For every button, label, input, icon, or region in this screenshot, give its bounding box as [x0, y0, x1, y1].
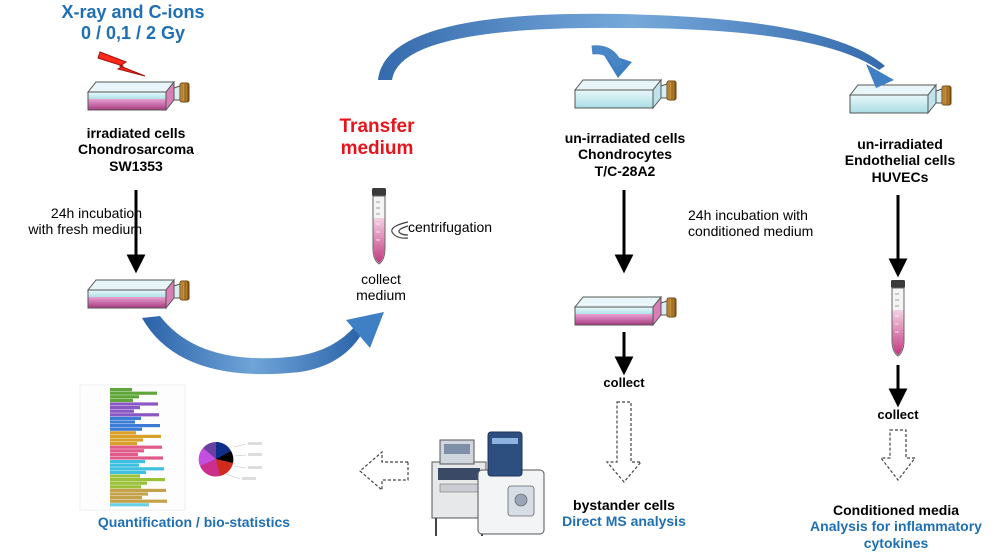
thumbnail-bar: [110, 438, 143, 442]
collect-medium-line-1: collect: [361, 271, 401, 287]
irradiated-line-2: Chondrosarcoma: [78, 141, 194, 158]
thumbnail-bar: [110, 424, 160, 428]
radiation-line-1: X-ray and C-ions: [61, 2, 205, 22]
thumbnail-bar: [110, 456, 163, 460]
collect-left-label: collect: [603, 375, 645, 390]
mass-spectrometer-icon: [431, 431, 545, 536]
chondrocytes-line-1: un-irradiated cells: [564, 130, 686, 146]
collect-medium-label: collect medium: [338, 271, 424, 304]
thumbnail-bar: [110, 416, 141, 420]
irradiated-line-3: SW1353: [109, 157, 163, 174]
incubation-fresh-line-2: with fresh medium: [28, 221, 142, 238]
chondrocytes-line-3: T/C-28A2: [594, 162, 656, 179]
bystander-label: bystander cells Direct MS analysis: [542, 497, 706, 530]
incubation-conditioned-line-2: conditioned medium: [688, 223, 814, 240]
transfer-arc-arrow: [378, 13, 894, 88]
thumbnail-bar: [110, 470, 146, 474]
irradiated-line-1: irradiated cells: [86, 125, 186, 141]
thumbnail-bar: [110, 485, 141, 489]
endothelial-line-2: Endothelial cells: [844, 152, 956, 169]
transfer-curve-arrow: [142, 312, 384, 375]
incubation-fresh-line-1: 24h incubation: [50, 205, 142, 221]
bystander-line-2: Direct MS analysis: [562, 513, 686, 530]
conditioned-media-label: Conditioned media Analysis for inflammat…: [800, 502, 992, 551]
centrifuge-tube-icon: [371, 187, 387, 265]
collect-right-label: collect: [877, 407, 919, 422]
thumbnail-bar: [110, 427, 142, 431]
pie-chart-icon: [198, 442, 262, 480]
endothelial-line-3: HUVECs: [871, 168, 929, 185]
conditioned-media-line-2: Analysis for inflammatory: [810, 518, 982, 535]
cell-culture-flask-icon: [574, 296, 677, 326]
dashed-arrows: [359, 401, 917, 492]
bar-chart-icon: [79, 384, 186, 511]
centrifugation-swirl-icon: [391, 221, 409, 239]
thumbnail-bar: [110, 442, 137, 446]
thumbnail-bar: [110, 467, 164, 471]
conditioned-media-line-1: Conditioned media: [833, 502, 959, 518]
centrifugation-label: centrifugation: [408, 219, 493, 235]
cell-culture-flask-icon: [87, 279, 190, 309]
thumbnail-bar: [110, 413, 159, 417]
thumbnail-bar: [110, 460, 145, 464]
transfer-line-1: Transfer: [339, 116, 415, 137]
cell-culture-flask-icon: [574, 79, 677, 109]
radiation-label: X-ray and C-ions 0 / 0,1 / 2 Gy: [58, 2, 208, 44]
transfer-medium-label: Transfer medium: [316, 116, 438, 160]
thumbnail-bar: [110, 478, 165, 482]
bystander-line-1: bystander cells: [573, 497, 675, 513]
transfer-line-2: medium: [340, 138, 414, 160]
quantification-label: Quantification / bio-statistics: [97, 514, 291, 530]
incubation-conditioned-label: 24h incubation with conditioned medium: [688, 207, 838, 240]
lightning-icon: [97, 51, 146, 77]
thumbnail-bar: [110, 388, 132, 392]
endothelial-line-1: un-irradiated: [857, 136, 943, 152]
thumbnail-bar: [110, 420, 135, 424]
thumbnail-bar: [110, 463, 139, 467]
conditioned-media-line-3: cytokines: [863, 534, 929, 551]
thumbnail-bar: [110, 409, 134, 413]
thumbnail-bar: [110, 503, 149, 507]
thumbnail-bar: [110, 496, 142, 500]
thumbnail-bar: [110, 434, 161, 438]
thumbnail-bar: [110, 488, 166, 492]
cell-culture-flask-icon: [849, 84, 952, 114]
cell-culture-flask-icon: [87, 81, 190, 111]
incubation-conditioned-line-1: 24h incubation with: [688, 207, 808, 223]
centrifuge-tube-icon: [890, 279, 906, 357]
thumbnail-bar: [110, 406, 140, 410]
incubation-fresh-label: 24h incubation with fresh medium: [22, 205, 142, 238]
thumbnail-bar: [110, 449, 144, 453]
collect-medium-line-2: medium: [356, 287, 406, 304]
thumbnail-bar: [110, 445, 162, 449]
thumbnail-bar: [110, 499, 167, 503]
chondrocytes-label: un-irradiated cells Chondrocytes T/C-28A…: [540, 130, 710, 179]
thumbnail-bar: [110, 395, 139, 399]
chondrocytes-line-2: Chondrocytes: [577, 146, 673, 163]
thumbnail-bar: [110, 474, 140, 478]
thumbnail-bar: [110, 492, 148, 496]
endothelial-label: un-irradiated Endothelial cells HUVECs: [820, 136, 980, 185]
radiation-line-2: 0 / 0,1 / 2 Gy: [80, 23, 186, 44]
thumbnail-bar: [110, 452, 138, 456]
thumbnail-bar: [110, 398, 133, 402]
thumbnail-bar: [110, 481, 147, 485]
irradiated-cells-label: irradiated cells Chondrosarcoma SW1353: [56, 125, 216, 174]
thumbnail-bar: [110, 431, 136, 435]
thumbnail-bar: [110, 391, 157, 395]
thumbnail-bar: [110, 402, 158, 406]
process-arrows: [126, 190, 908, 408]
